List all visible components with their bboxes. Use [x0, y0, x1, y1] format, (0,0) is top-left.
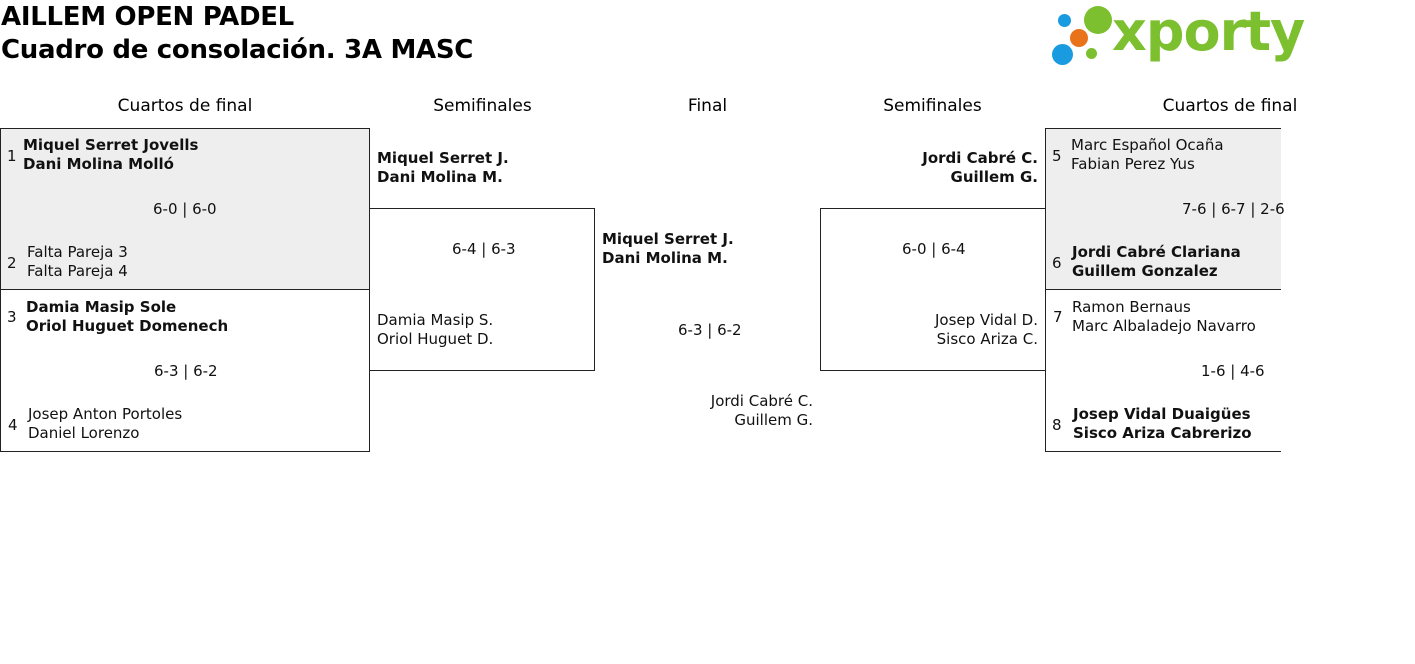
team-player[interactable]: Jordi Cabré C.	[710, 392, 813, 410]
seed-number: 1	[7, 147, 17, 165]
team-player[interactable]: Damia Masip S.	[377, 311, 494, 329]
seed-number: 8	[1052, 416, 1062, 434]
team-player[interactable]: Dani Molina Molló	[23, 155, 174, 173]
team-player[interactable]: Guillem G.	[950, 168, 1038, 186]
team-player[interactable]: Guillem Gonzalez	[1072, 262, 1218, 280]
logo-dot-blue-icon	[1058, 14, 1071, 27]
draw-subtitle: Cuadro de consolación. 3A MASC	[1, 35, 474, 65]
seed-number: 2	[7, 254, 17, 272]
match-score: 6-0 | 6-0	[153, 200, 217, 218]
team-player[interactable]: Falta Pareja 4	[27, 262, 128, 280]
logo-dot-orange-icon	[1070, 29, 1088, 47]
seed-number: 6	[1052, 254, 1062, 272]
logo-dot-green-icon	[1084, 6, 1112, 34]
right-quarter-match-2: 7 Ramon Bernaus Marc Albaladejo Navarro …	[1045, 289, 1281, 452]
team-player[interactable]: Dani Molina M.	[602, 249, 728, 267]
match-score: 7-6 | 6-7 | 2-6	[1182, 200, 1285, 218]
round-left-semis: Semifinales	[433, 96, 532, 116]
round-right-quarters: Cuartos de final	[1162, 96, 1298, 116]
logo-dot-green2-icon	[1086, 48, 1097, 59]
match-score: 6-3 | 6-2	[154, 362, 218, 380]
right-semi-match: Jordi Cabré C. Guillem G. 6-0 | 6-4 Jose…	[820, 128, 1045, 371]
team-player[interactable]: Dani Molina M.	[377, 168, 503, 186]
team-player[interactable]: Oriol Huguet Domenech	[26, 317, 229, 335]
team-player[interactable]: Sisco Ariza C.	[936, 330, 1038, 348]
team-player[interactable]: Marc Albaladejo Navarro	[1072, 317, 1256, 335]
seed-number: 3	[7, 308, 17, 326]
team-player[interactable]: Marc Español Ocaña	[1071, 136, 1224, 154]
team-player[interactable]: Damia Masip Sole	[26, 298, 177, 316]
final-match: Miquel Serret J. Dani Molina M. 6-3 | 6-…	[595, 128, 820, 438]
logo-wordmark: xporty	[1112, 0, 1305, 63]
match-score: 6-4 | 6-3	[452, 240, 516, 258]
match-score: 6-3 | 6-2	[678, 321, 742, 339]
left-quarter-match-2: 3 Damia Masip Sole Oriol Huguet Domenech…	[0, 289, 370, 452]
right-quarter-match-1: 5 Marc Español Ocaña Fabian Perez Yus 7-…	[1045, 128, 1285, 290]
team-player[interactable]: Josep Vidal D.	[934, 311, 1038, 329]
team-player[interactable]: Josep Vidal Duaigües	[1073, 405, 1251, 423]
team-player[interactable]: Miquel Serret J.	[602, 230, 734, 248]
round-final: Final	[687, 96, 728, 116]
team-player[interactable]: Jordi Cabré C.	[922, 149, 1038, 167]
team-player[interactable]: Jordi Cabré Clariana	[1072, 243, 1241, 261]
team-player[interactable]: Falta Pareja 3	[27, 243, 128, 261]
left-quarter-match-1: 1 Miquel Serret Jovells Dani Molina Moll…	[0, 128, 370, 290]
team-player[interactable]: Miquel Serret Jovells	[23, 136, 199, 154]
match-score: 1-6 | 4-6	[1201, 362, 1265, 380]
team-player[interactable]: Ramon Bernaus	[1072, 298, 1191, 316]
team-player[interactable]: Sisco Ariza Cabrerizo	[1073, 424, 1252, 442]
team-player[interactable]: Oriol Huguet D.	[377, 330, 494, 348]
round-left-quarters: Cuartos de final	[117, 96, 253, 116]
left-semi-match: Miquel Serret J. Dani Molina M. 6-4 | 6-…	[370, 128, 595, 371]
xporty-logo[interactable]: xporty	[1050, 0, 1305, 68]
team-player[interactable]: Miquel Serret J.	[377, 149, 509, 167]
team-player[interactable]: Josep Anton Portoles	[28, 405, 183, 423]
team-player[interactable]: Guillem G.	[734, 411, 813, 429]
logo-dot-blue2-icon	[1052, 44, 1073, 65]
bracket-connector	[820, 208, 1045, 371]
event-title: AILLEM OPEN PADEL	[1, 2, 294, 32]
seed-number: 5	[1052, 147, 1062, 165]
seed-number: 7	[1053, 308, 1063, 326]
team-player[interactable]: Daniel Lorenzo	[28, 424, 140, 442]
team-player[interactable]: Fabian Perez Yus	[1071, 155, 1195, 173]
seed-number: 4	[8, 416, 18, 434]
match-score: 6-0 | 6-4	[902, 240, 966, 258]
bracket-connector	[370, 208, 595, 371]
round-right-semis: Semifinales	[883, 96, 982, 116]
